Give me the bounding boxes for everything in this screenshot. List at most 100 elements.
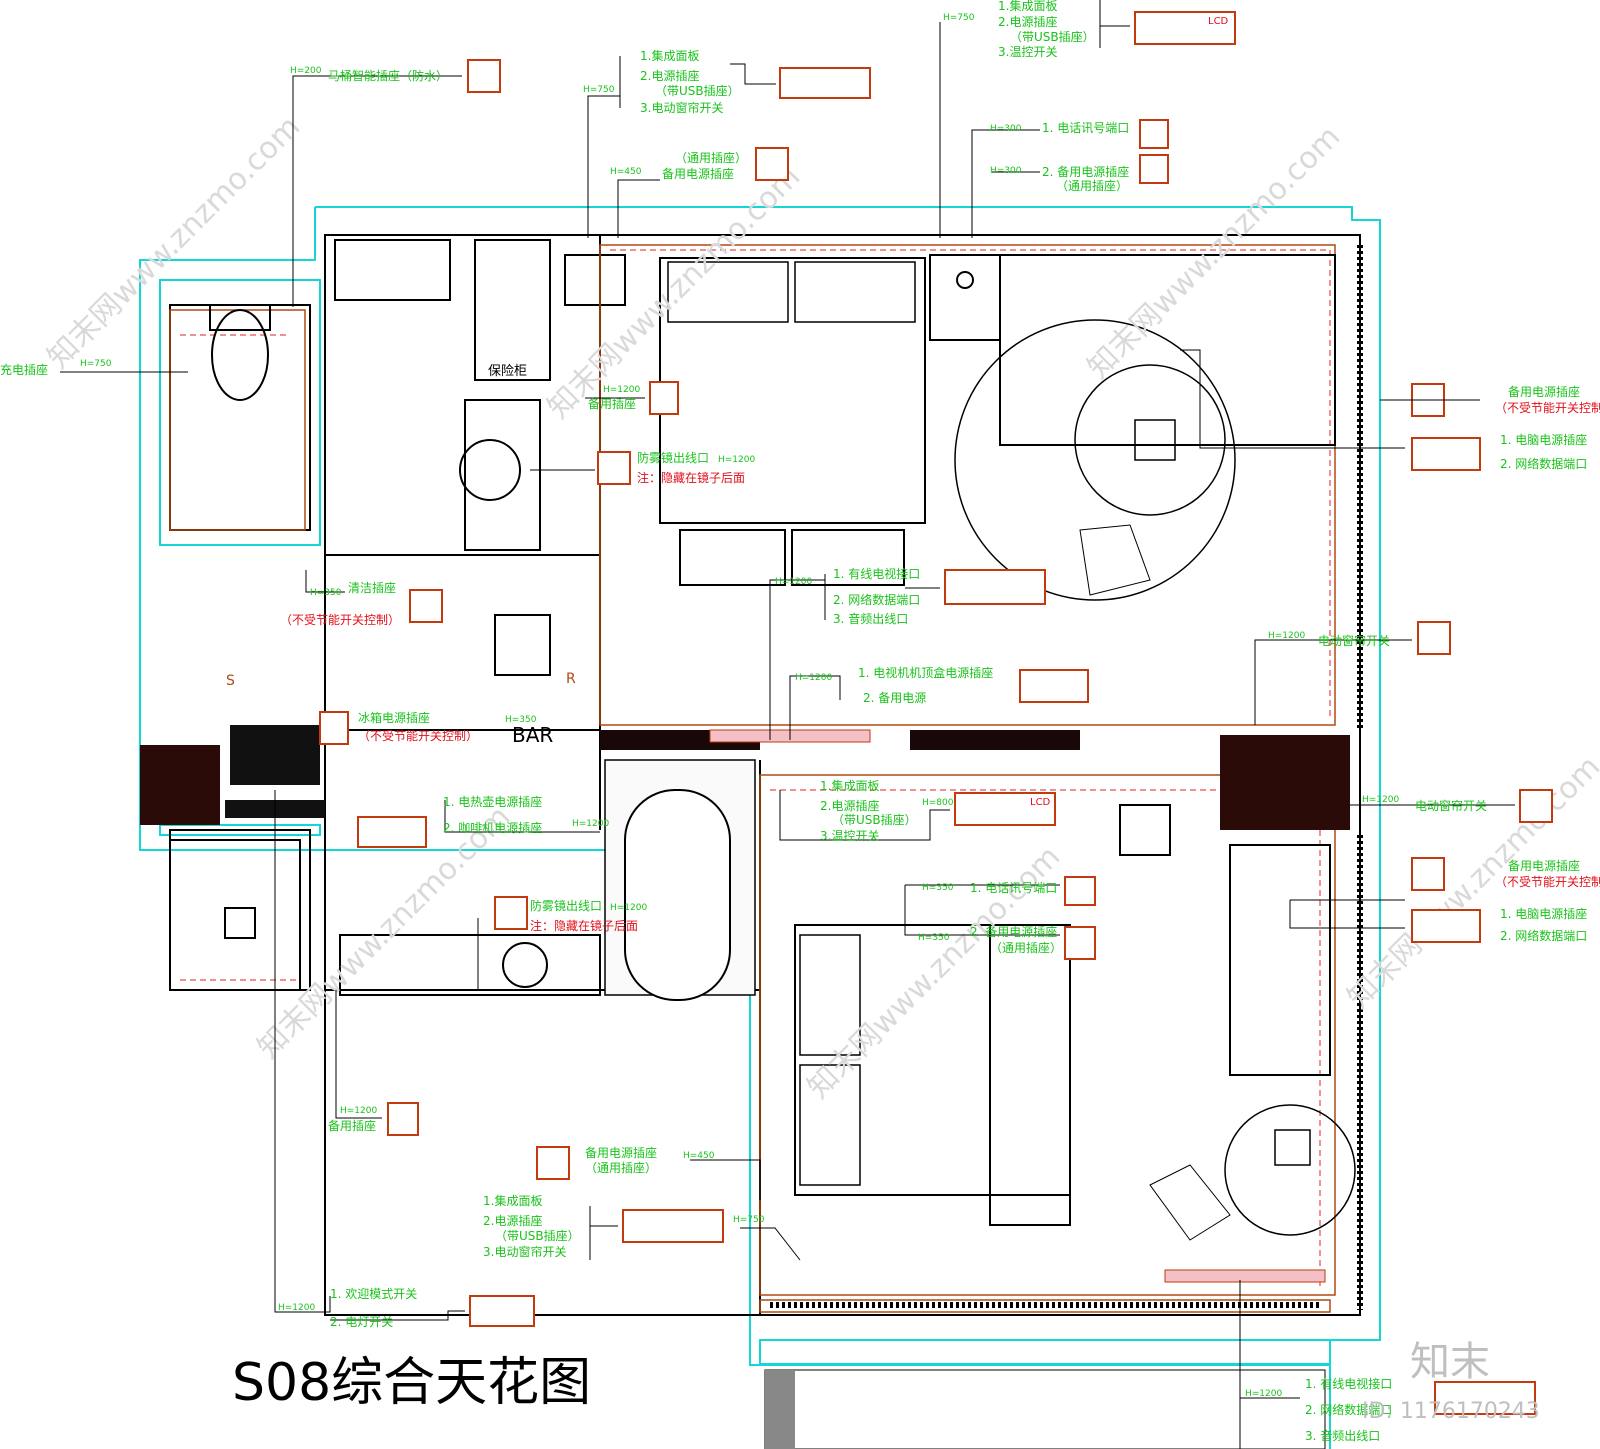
panel-icon [954, 792, 1056, 826]
panel-icon [779, 67, 871, 99]
height-label: H=300 [990, 124, 1022, 134]
watermark: 知末网www.znzmo.com [1081, 119, 1347, 385]
height-label: H=750 [733, 1215, 765, 1225]
height-label: H=1200 [795, 673, 832, 683]
annotation-label: 3. 音频出线口 [1305, 1428, 1380, 1443]
annotation-label: 电动窗帘开关 [1415, 798, 1487, 813]
height-label: H=350 [918, 933, 950, 943]
annotation-label: 2. 网络数据端口 [1305, 1402, 1392, 1417]
safe-label: 保险柜 [488, 364, 527, 379]
annotation-label: 1. 有线电视接口 [833, 566, 920, 581]
annotation-label: 2. 咖啡机电源插座 [443, 820, 542, 835]
watermark: 知末网www.znzmo.com [41, 109, 307, 375]
pc-net-icon [1411, 437, 1481, 471]
socket-icon [467, 59, 501, 93]
curtain-switch-icon [1519, 789, 1553, 823]
height-label: H=1200 [1362, 795, 1399, 805]
annotation-label: 2. 备用电源插座 [970, 924, 1057, 939]
annotation-label: （带USB插座） [655, 83, 740, 98]
bar-label: BAR [512, 723, 553, 747]
annotation-label: 防雾镜出线口 [530, 898, 602, 913]
socket-icon [387, 1102, 419, 1136]
annotation-label: 1.集成面板 [483, 1193, 542, 1208]
height-label: H=350 [310, 588, 342, 598]
height-label: H=1200 [610, 903, 647, 913]
annotation-label: 备用电源插座 [1508, 384, 1580, 399]
mirror-outlet-icon [597, 451, 631, 485]
annotation-label: 1. 有线电视接口 [1305, 1376, 1392, 1391]
socket-icon [755, 147, 789, 181]
pc-net-icon [1411, 909, 1481, 943]
curtain-tracks [770, 245, 1363, 1310]
supply-s-label: S [226, 673, 235, 689]
annotation-label: 2. 备用电源插座 [1042, 164, 1129, 179]
annotation-label: 3.电动窗帘开关 [640, 100, 723, 115]
annotation-label: 1. 电话讯号端口 [970, 881, 1057, 895]
annotation-label: 备用电源插座 [585, 1145, 657, 1160]
annotation-label: 马桶智能插座（防水） [328, 68, 448, 83]
annotation-label: 2. 电灯开关 [330, 1315, 393, 1329]
annotation-note: （不受节能开关控制） [358, 729, 478, 743]
annotation-label: 2. 网络数据端口 [833, 592, 920, 607]
socket-icon [536, 1146, 570, 1180]
room-text: BAR 保险柜 LCD LCD S R [226, 16, 1229, 808]
height-label: H=1200 [775, 577, 812, 587]
return-r-label: R [566, 671, 576, 687]
welcome-switch-icon [469, 1295, 535, 1327]
annotation-label: 备用电源插座 [1508, 858, 1580, 873]
annotation-label: 2.电源插座 [640, 68, 699, 83]
panel-icon [622, 1209, 724, 1243]
socket-icon [1064, 926, 1096, 960]
drawing-id: ID: 1176170243 [1362, 1399, 1540, 1424]
lcd-label: LCD [1208, 16, 1229, 27]
annotation-label: （通用插座） [675, 150, 747, 165]
height-label: H=1200 [718, 455, 755, 465]
furniture-lower-room [759, 804, 1356, 1313]
annotation-label: 充电插座 [0, 362, 48, 377]
height-label: H=450 [683, 1151, 715, 1161]
socket-icon [357, 816, 427, 848]
annotation-label: （通用插座） [585, 1160, 657, 1175]
annotation-note: （不受节能开关控制） [1495, 875, 1600, 889]
height-label: H=1200 [603, 385, 640, 395]
socket-icon [409, 589, 443, 623]
annotation-label: 1. 欢迎模式开关 [330, 1286, 417, 1301]
annotation-label: 1. 电脑电源插座 [1500, 906, 1587, 921]
annotation-label: 3.电动窗帘开关 [483, 1244, 566, 1259]
height-label: H=300 [990, 166, 1022, 176]
annotation-label: 3.温控开关 [820, 829, 879, 843]
annotation-label: 冰箱电源插座 [358, 710, 430, 725]
annotation-label: （带USB插座） [1010, 29, 1095, 44]
annotation-label: 2. 网络数据端口 [1500, 928, 1587, 943]
annotation-label: 备用电源插座 [662, 166, 734, 181]
height-label: H=1200 [1268, 631, 1305, 641]
height-label: H=1200 [278, 1303, 315, 1313]
socket-icon [1064, 876, 1096, 906]
annotation-label: 2.电源插座 [998, 14, 1057, 29]
brand-logo-text: 知末 [1410, 1339, 1490, 1385]
height-label: H=750 [943, 13, 975, 23]
annotation-label: 1.集成面板 [820, 778, 879, 793]
annotation-label: 1. 电热壶电源插座 [443, 794, 542, 809]
annotation-label: （通用插座） [1056, 178, 1128, 193]
socket-icon [649, 381, 679, 415]
socket-icon [319, 711, 349, 745]
drawing-title: S08综合天花图 [232, 1353, 591, 1413]
annotation-label: 1. 电视机机顶盒电源插座 [858, 665, 993, 680]
socket-icon [1411, 857, 1445, 891]
lcd-label: LCD [1030, 797, 1051, 808]
height-label: H=750 [80, 359, 112, 369]
bathtub-area [169, 759, 756, 1001]
height-label: H=200 [290, 66, 322, 76]
annotation-label: 2. 网络数据端口 [1500, 456, 1587, 471]
annotation-label: 3.温控开关 [998, 45, 1057, 59]
leader-lines [60, 0, 1515, 1449]
height-label: H=450 [610, 167, 642, 177]
bathroom-upper [209, 239, 551, 551]
annotation-label: （通用插座） [990, 940, 1062, 955]
annotation-label: 2.电源插座 [820, 798, 879, 813]
annotation-note: （不受节能开关控制） [280, 613, 400, 627]
height-label: H=350 [505, 715, 537, 725]
